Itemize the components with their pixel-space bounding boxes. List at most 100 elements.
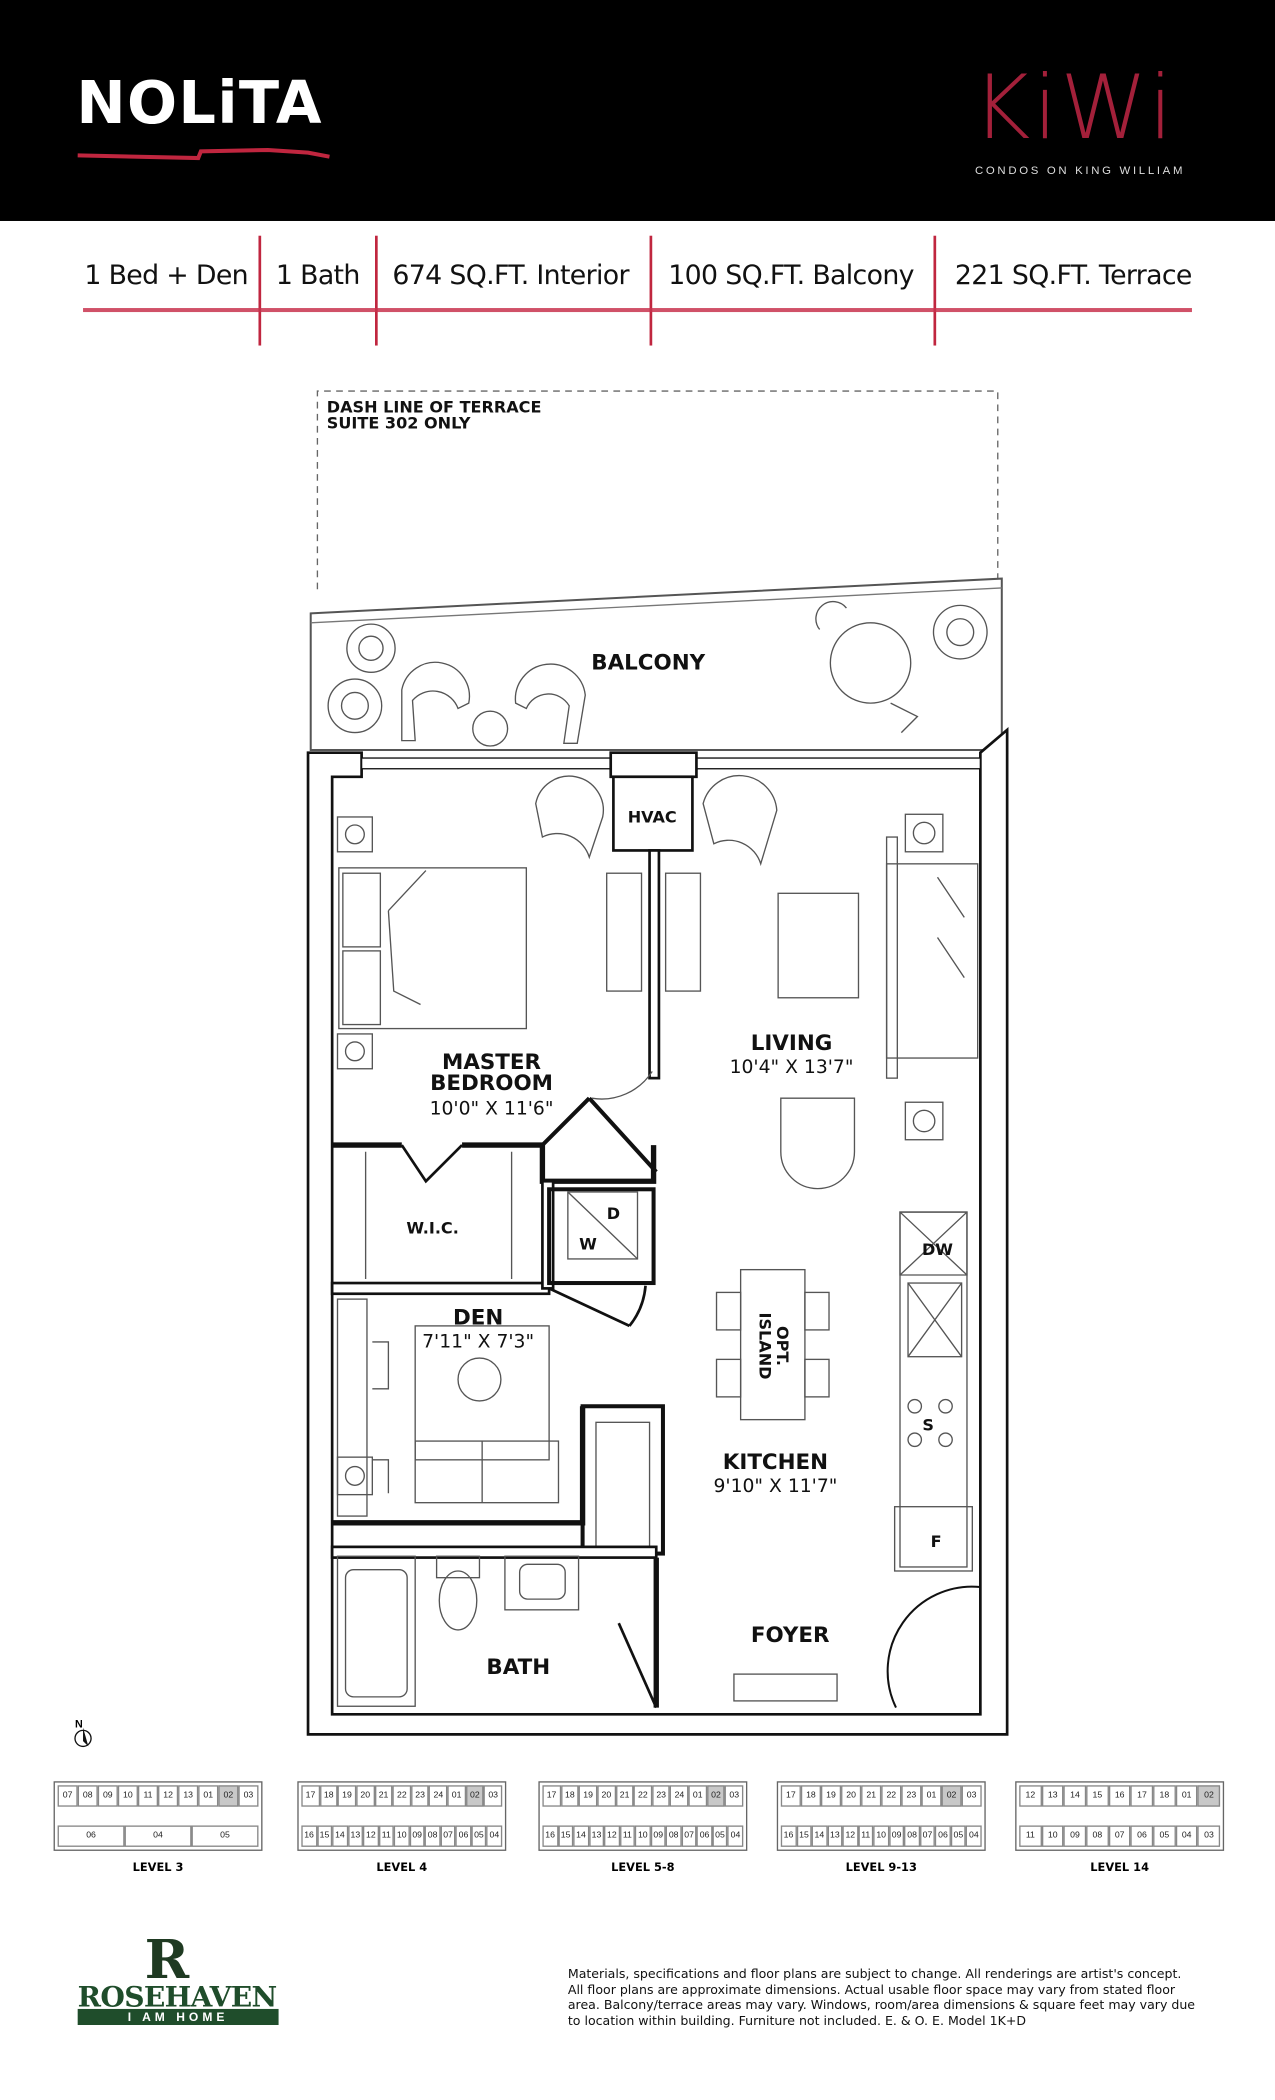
key-plan-unit: 02 — [218, 1785, 239, 1807]
room-label-foyer: FOYER — [751, 1623, 830, 1648]
key-plan-unit: 12 — [1019, 1785, 1042, 1807]
disclaimer: Materials, specifications and floor plan… — [567, 1967, 1196, 2029]
divider — [649, 235, 653, 346]
room-label-kitchen: KITCHEN — [723, 1450, 828, 1475]
room-label-den: DEN — [453, 1306, 503, 1331]
key-plan-unit: 15 — [557, 1825, 574, 1847]
key-plan-unit: 06 — [57, 1825, 125, 1847]
key-plan-unit: 21 — [861, 1785, 882, 1807]
key-plan-unit: 06 — [935, 1825, 951, 1847]
room-dimension-kitchen: 9'10" X 11'7" — [713, 1476, 837, 1497]
developer-logo: ROSEHAVEN — [77, 1979, 278, 2013]
bathtub-icon — [336, 1555, 416, 1707]
key-plan-unit: 08 — [665, 1825, 682, 1847]
washer-dryer — [567, 1191, 639, 1260]
key-plan-unit: 04 — [727, 1825, 744, 1847]
key-plan-unit: 05 — [1153, 1825, 1176, 1847]
island-icon — [739, 1268, 806, 1421]
key-plan-unit: 23 — [901, 1785, 922, 1807]
key-plan-unit: 01 — [1175, 1785, 1198, 1807]
key-plan-unit: 02 — [1197, 1785, 1221, 1807]
key-plan-unit: 07 — [57, 1785, 78, 1807]
key-plan-unit: 07 — [681, 1825, 697, 1847]
sofa-icon — [414, 1440, 560, 1504]
key-plan-unit: 01 — [921, 1785, 942, 1807]
washer-label: W — [579, 1235, 597, 1254]
key-plan-unit: 11 — [378, 1825, 395, 1847]
key-plan-unit: 24 — [670, 1785, 689, 1807]
key-plan-unit: 24 — [429, 1785, 448, 1807]
key-plan-unit: 23 — [652, 1785, 671, 1807]
window — [691, 757, 982, 770]
room-dimension-master: 10'0" X 11'6" — [430, 1098, 554, 1119]
key-plan-unit: 10 — [873, 1825, 889, 1847]
key-plan-unit: 08 — [1086, 1825, 1109, 1847]
key-plan-unit: 16 — [780, 1825, 797, 1847]
kitchen-counter — [893, 1211, 973, 1572]
key-plan-unit: 05 — [712, 1825, 728, 1847]
terrace-outline — [316, 390, 999, 590]
armchair-icon — [702, 774, 778, 867]
key-plan-unit: 20 — [597, 1785, 616, 1807]
tv-console-icon — [664, 872, 702, 992]
key-plan-unit: 13 — [588, 1825, 605, 1847]
room-dimension-den: 7'11" X 7'3" — [422, 1331, 534, 1352]
key-plan-unit: 10 — [394, 1825, 410, 1847]
divider — [258, 235, 262, 346]
key-plan-unit: 02 — [465, 1785, 485, 1807]
balcony-chair-icon — [401, 661, 586, 747]
room-label-master: MASTER — [442, 1050, 542, 1075]
key-plan-unit: 14 — [811, 1825, 828, 1847]
room-label-wic: W.I.C. — [406, 1218, 458, 1237]
coffee-table-icon — [777, 892, 860, 999]
brand-tagline: CONDOS ON KING WILLIAM — [975, 163, 1186, 177]
key-plan-unit: 12 — [363, 1825, 379, 1847]
key-plan-unit: 11 — [619, 1825, 636, 1847]
key-plan-unit: 13 — [178, 1785, 199, 1807]
key-plan-unit: 18 — [319, 1785, 338, 1807]
key-plan-unit: 21 — [374, 1785, 393, 1807]
key-plan-unit: 22 — [881, 1785, 902, 1807]
key-plan-unit: 09 — [409, 1825, 425, 1847]
svg-text:N: N — [75, 1719, 83, 1731]
key-plan-unit: 17 — [301, 1785, 320, 1807]
armchair-icon — [780, 1097, 856, 1190]
key-plan-unit: 01 — [447, 1785, 466, 1807]
bed-icon — [338, 867, 528, 1030]
key-plan-label: LEVEL 4 — [376, 1861, 428, 1876]
key-plan-unit: 15 — [1086, 1785, 1109, 1807]
header-bar — [0, 0, 1275, 221]
key-plan-unit: 06 — [455, 1825, 472, 1847]
desk-icon — [336, 1298, 368, 1517]
key-plan-unit: 10 — [117, 1785, 138, 1807]
key-plan-unit: 02 — [706, 1785, 726, 1807]
hvac-closet — [612, 775, 694, 852]
key-plan-label: LEVEL 9-13 — [845, 1861, 917, 1876]
key-plan-unit: 21 — [615, 1785, 634, 1807]
key-plan-unit: 22 — [392, 1785, 411, 1807]
key-plan-unit: 09 — [1063, 1825, 1087, 1847]
key-plan-unit: 10 — [1041, 1825, 1064, 1847]
bistro-set-icon — [815, 600, 919, 734]
key-plan-unit: 02 — [941, 1785, 962, 1807]
key-plan-unit: 23 — [410, 1785, 430, 1807]
terrace-note: SUITE 302 ONLY — [327, 414, 471, 433]
hvac-label: HVAC — [628, 807, 677, 826]
stat-terrace: 221 SQ.FT. Terrace — [954, 258, 1192, 291]
stat-bathrooms: 1 Bath — [275, 258, 360, 291]
stats-underline — [83, 308, 1192, 313]
key-plan-unit: 03 — [484, 1785, 503, 1807]
stat-interior: 674 SQ.FT. Interior — [392, 258, 629, 291]
key-plan-unit: 05 — [191, 1825, 259, 1847]
key-plan-label: LEVEL 14 — [1090, 1861, 1149, 1876]
north-arrow-icon: N — [74, 1719, 92, 1748]
key-plan-unit: 19 — [820, 1785, 842, 1807]
